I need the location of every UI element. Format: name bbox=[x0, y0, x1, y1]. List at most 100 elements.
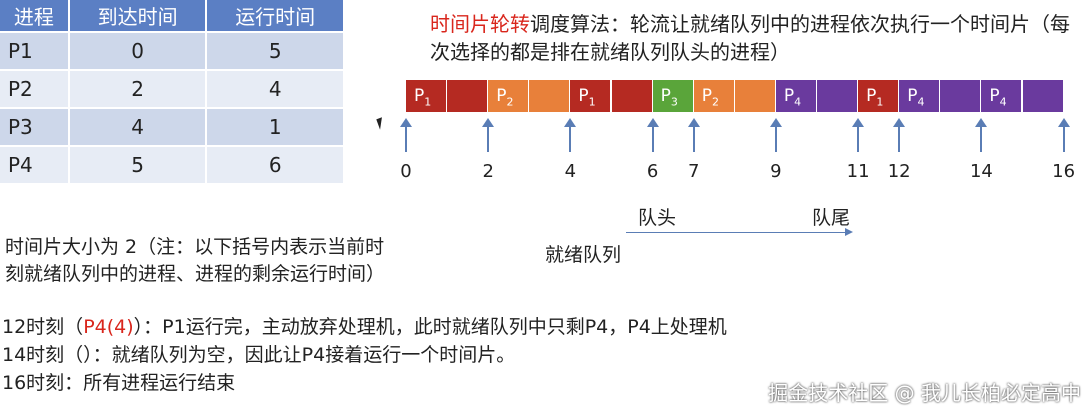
time-marker-arrow bbox=[482, 118, 495, 152]
queue-direction-arrow bbox=[626, 232, 848, 233]
header-arrival: 到达时间 bbox=[68, 0, 208, 32]
cell-burst: 6 bbox=[206, 145, 345, 183]
ready-queue-label: 就绪队列 bbox=[545, 244, 622, 266]
time-marker-arrow bbox=[687, 118, 700, 152]
gantt-segment-p3: P3 bbox=[652, 80, 694, 112]
timeslice-note-1: 时间片大小为 2（注：以下括号内表示当前时 bbox=[5, 236, 385, 258]
table-row: P2 2 4 bbox=[0, 69, 345, 108]
segment-label: P2 bbox=[496, 86, 514, 109]
time-marker-arrow bbox=[1057, 118, 1070, 152]
segment-label-sub: 2 bbox=[711, 95, 719, 109]
segment-label: P4 bbox=[783, 86, 802, 109]
arrow-head-icon bbox=[564, 118, 577, 127]
segment-label: P1 bbox=[578, 86, 596, 109]
gantt-segment-p2 bbox=[734, 80, 776, 112]
table-row: P4 5 6 bbox=[0, 145, 345, 183]
segment-label-sub: 3 bbox=[670, 95, 678, 109]
arrow-head-icon bbox=[482, 118, 495, 127]
cell-burst: 5 bbox=[206, 31, 345, 70]
note-t14: 14时刻（）：就绪队列为空，因此让P4接着运行一个时间片。 bbox=[2, 344, 516, 366]
arrow-head-icon bbox=[1057, 118, 1070, 127]
cell-process: P1 bbox=[0, 31, 70, 70]
gantt-segment-p4 bbox=[817, 80, 859, 112]
table-row: P3 4 1 bbox=[0, 107, 345, 146]
gantt-segment-p4 bbox=[940, 80, 982, 112]
time-tick-label: 11 bbox=[846, 161, 870, 182]
algorithm-explanation: 调度算法：轮流让就绪队列中的进程依次执行一个时间片（每次选择的都是排在就绪队列队… bbox=[430, 12, 1070, 64]
watermark: 掘金技术社区 @ 我儿长柏必定高中 bbox=[768, 381, 1081, 405]
gantt-segment-p1: P1 bbox=[570, 80, 612, 112]
algorithm-name: 时间片轮转 bbox=[430, 12, 530, 36]
arrow-head-icon bbox=[687, 118, 700, 127]
gantt-segment-p1 bbox=[447, 80, 489, 112]
arrow-head-icon bbox=[975, 118, 988, 127]
gantt-segment-p2: P2 bbox=[488, 80, 530, 112]
cell-arrival: 4 bbox=[68, 107, 208, 146]
note-t12: 12时刻（P4(4)）：P1运行完，主动放弃处理机，此时就绪队列中只剩P4，P4… bbox=[2, 312, 727, 339]
gantt-segment-p4: P4 bbox=[775, 80, 817, 112]
segment-label-sub: 4 bbox=[917, 95, 925, 109]
arrow-head-icon bbox=[893, 118, 906, 127]
segment-label: P3 bbox=[660, 86, 678, 109]
time-tick-label: 7 bbox=[687, 161, 700, 182]
cell-arrival: 5 bbox=[68, 145, 208, 183]
arrow-head-icon bbox=[852, 118, 865, 127]
gantt-segment-p2 bbox=[529, 80, 571, 112]
cell-burst: 4 bbox=[206, 69, 345, 108]
time-marker-arrow bbox=[893, 118, 906, 152]
note-t12-prefix: 12时刻（ bbox=[2, 316, 84, 338]
cell-arrival: 0 bbox=[68, 31, 208, 70]
time-marker-arrow bbox=[646, 118, 659, 152]
arrow-head-icon bbox=[769, 118, 782, 127]
segment-label-sub: 1 bbox=[876, 95, 884, 109]
gantt-segment-p4: P4 bbox=[981, 80, 1023, 112]
time-tick-label: 6 bbox=[646, 161, 659, 182]
cell-burst: 1 bbox=[206, 107, 345, 146]
segment-label: P4 bbox=[989, 86, 1007, 109]
timeslice-note-2: 刻就绪队列中的进程、进程的剩余运行时间） bbox=[5, 263, 386, 285]
time-tick-label: 4 bbox=[564, 161, 577, 182]
gantt-segment-p1 bbox=[611, 80, 653, 112]
header-burst: 运行时间 bbox=[206, 0, 345, 32]
segment-label-sub: 4 bbox=[999, 95, 1007, 109]
queue-head-label: 队头 bbox=[638, 207, 677, 229]
note-t12-queue: P4(4) bbox=[83, 316, 134, 338]
segment-label: P4 bbox=[907, 86, 925, 109]
gantt-segment-p1: P1 bbox=[406, 80, 448, 112]
segment-label-sub: 2 bbox=[506, 95, 514, 109]
process-table: 进程 到达时间 运行时间 P1 0 5 P2 2 4 P3 4 1 P4 5 6 bbox=[0, 0, 345, 183]
segment-label-sub: 4 bbox=[794, 95, 802, 109]
time-marker-arrow bbox=[769, 118, 782, 152]
time-tick-label: 9 bbox=[770, 161, 782, 182]
segment-label: P1 bbox=[866, 86, 884, 109]
gantt-segment-p1: P1 bbox=[858, 80, 900, 112]
cell-arrival: 2 bbox=[68, 69, 208, 108]
cell-process: P3 bbox=[0, 107, 70, 146]
queue-arrow-head bbox=[845, 228, 853, 236]
time-tick-label: 16 bbox=[1052, 161, 1076, 182]
algorithm-description: 时间片轮转调度算法：轮流让就绪队列中的进程依次执行一个时间片（每次选择的都是排在… bbox=[430, 10, 1070, 66]
cell-process: P4 bbox=[0, 145, 70, 183]
time-marker-arrow bbox=[564, 118, 577, 152]
table-header-row: 进程 到达时间 运行时间 bbox=[0, 0, 345, 32]
mouse-cursor-icon bbox=[376, 117, 386, 130]
note-t16: 16时刻：所有进程运行结束 bbox=[2, 372, 236, 394]
segment-label-sub: 1 bbox=[588, 95, 596, 109]
arrow-head-icon bbox=[646, 118, 659, 127]
cell-process: P2 bbox=[0, 69, 70, 108]
note-t12-suffix: ）：P1运行完，主动放弃处理机，此时就绪队列中只剩P4，P4上处理机 bbox=[133, 316, 727, 338]
gantt-segment-p4: P4 bbox=[899, 80, 941, 112]
time-marker-arrow bbox=[852, 118, 865, 152]
time-marker-arrow bbox=[400, 118, 412, 152]
time-tick-label: 12 bbox=[887, 161, 911, 182]
queue-tail-label: 队尾 bbox=[812, 207, 851, 229]
time-marker-arrow bbox=[975, 118, 988, 152]
time-tick-label: 2 bbox=[482, 161, 494, 182]
gantt-segment-p4 bbox=[1022, 80, 1064, 112]
gantt-segment-p2: P2 bbox=[693, 80, 735, 112]
segment-label: P1 bbox=[414, 86, 432, 109]
segment-label: P2 bbox=[701, 86, 719, 109]
header-process: 进程 bbox=[0, 0, 70, 32]
table-row: P1 0 5 bbox=[0, 31, 345, 70]
time-tick-label: 0 bbox=[400, 161, 412, 182]
